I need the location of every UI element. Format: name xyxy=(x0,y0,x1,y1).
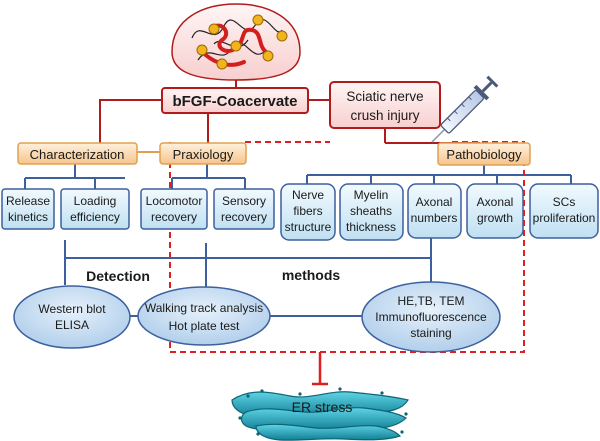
locomotor-line-2: recovery xyxy=(151,210,197,224)
walking-line-1: Walking track analysis xyxy=(145,301,263,315)
myelin-sheaths-thickness-node: Myelin sheaths thickness xyxy=(339,183,404,241)
western-line-1: Western blot xyxy=(38,302,106,316)
sensory-line-2: recovery xyxy=(221,210,267,224)
scs-line-2: proliferation xyxy=(533,211,596,225)
locomotor-line-1: Locomotor xyxy=(146,194,203,208)
loading-efficiency-node: Loading efficiency xyxy=(60,188,130,230)
injury-line-1: Sciatic nerve xyxy=(346,89,423,104)
axonal-numbers-line-2: numbers xyxy=(411,211,458,225)
detection-heading: Detection xyxy=(86,268,150,284)
methods-heading: methods xyxy=(282,267,341,283)
scs-line-1: SCs xyxy=(553,195,576,209)
nerve-fibers-structure-node: Nerve fibers structure xyxy=(280,183,336,241)
protein-structure-icon xyxy=(171,3,301,81)
axonal-growth-line-2: growth xyxy=(477,211,513,225)
myelin-line-1: Myelin xyxy=(354,188,389,202)
loading-line-2: efficiency xyxy=(70,210,120,224)
er-organelle-icon: ER stress xyxy=(231,387,409,441)
release-line-2: kinetics xyxy=(8,210,48,224)
sensory-recovery-node: Sensory recovery xyxy=(213,188,275,230)
western-blot-ellipse: Western blot ELISA xyxy=(13,285,131,349)
histology-line-2: Immunofluorescence xyxy=(375,310,487,324)
walking-line-2: Hot plate test xyxy=(169,319,240,333)
injury-node: Sciatic nerve crush injury xyxy=(329,81,441,129)
nerve-line-3: structure xyxy=(285,220,332,234)
release-kinetics-node: Release kinetics xyxy=(1,188,55,230)
blue-connector-methods xyxy=(64,258,432,317)
inhibition-arrow xyxy=(312,352,328,386)
nerve-line-2: fibers xyxy=(293,204,322,218)
characterization-node: Characterization xyxy=(17,142,138,165)
myelin-line-3: thickness xyxy=(346,220,396,234)
characterization-label: Characterization xyxy=(30,147,125,162)
axonal-numbers-line-1: Axonal xyxy=(416,195,453,209)
scs-proliferation-node: SCs proliferation xyxy=(529,183,599,239)
axonal-growth-line-1: Axonal xyxy=(477,195,514,209)
blue-connector-pathobiology xyxy=(306,165,572,185)
pathobiology-node: Pathobiology xyxy=(437,142,531,166)
er-stress-label: ER stress xyxy=(292,399,353,415)
loading-line-1: Loading xyxy=(74,194,117,208)
bfgf-coacervate-node: bFGF-Coacervate xyxy=(161,87,309,114)
blue-connector-detection xyxy=(64,238,432,259)
western-line-2: ELISA xyxy=(55,318,89,332)
histology-ellipse: HE,TB, TEM Immunofluorescence staining xyxy=(361,281,501,353)
sensory-line-1: Sensory xyxy=(222,194,266,208)
injury-line-2: crush injury xyxy=(350,108,419,123)
locomotor-recovery-node: Locomotor recovery xyxy=(140,188,208,230)
praxiology-node: Praxiology xyxy=(159,142,247,165)
blue-connector-praxiology xyxy=(171,163,246,190)
walking-track-ellipse: Walking track analysis Hot plate test xyxy=(137,286,271,346)
praxiology-label: Praxiology xyxy=(173,147,234,162)
histology-line-1: HE,TB, TEM xyxy=(397,294,464,308)
syringe-icon xyxy=(431,75,499,143)
axonal-growth-node: Axonal growth xyxy=(466,183,524,239)
red-connector-left xyxy=(99,99,162,143)
release-line-1: Release xyxy=(6,194,50,208)
myelin-line-2: sheaths xyxy=(350,204,392,218)
pathobiology-label: Pathobiology xyxy=(446,147,522,162)
dashed-frame xyxy=(169,141,525,353)
bfgf-coacervate-label: bFGF-Coacervate xyxy=(172,93,297,110)
axonal-numbers-node: Axonal numbers xyxy=(407,183,462,239)
nerve-line-1: Nerve xyxy=(292,188,324,202)
histology-line-3: staining xyxy=(410,326,451,340)
blue-connector-characterization xyxy=(24,163,125,190)
